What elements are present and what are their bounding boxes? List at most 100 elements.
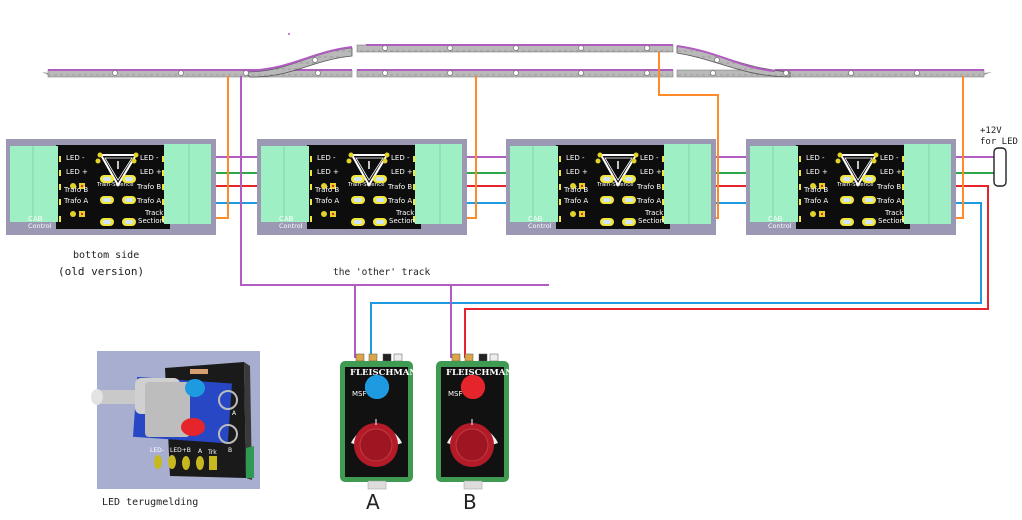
led-module-pin-label: A — [198, 448, 203, 455]
pin-label-trafo-b-out: Trafo B — [388, 183, 413, 191]
pin-label-led-plus: LED + — [806, 168, 828, 176]
indicator-dot — [461, 375, 485, 399]
pin-label-led-minus: LED - — [566, 154, 585, 162]
train-science-logo-icon — [599, 154, 638, 187]
power-label-voltage: +12V — [980, 126, 1002, 136]
brand-label: FLEISCHMANN — [446, 368, 521, 378]
pin-label-led-plus-out: LED + — [640, 168, 662, 176]
train-science-logo-text: Train-Science — [348, 182, 385, 188]
cab-label: CAB — [768, 215, 783, 223]
power-connector — [993, 147, 1007, 187]
pin-label-trafo-a: Trafo A — [315, 197, 340, 205]
wire-other-track — [240, 76, 549, 358]
pin-label-trafo-a-out: Trafo A — [637, 197, 662, 205]
terminal-block-left — [510, 146, 558, 222]
pin-label-led-minus: LED - — [66, 154, 85, 162]
pin-label-trafo-a: Trafo A — [804, 197, 829, 205]
control-label: Control — [768, 222, 792, 230]
other-track-label: the 'other' track — [333, 267, 431, 278]
pin-label-track: Track — [145, 209, 164, 217]
train-science-logo-text: Train-Science — [597, 182, 634, 188]
pin-label-led-plus-out: LED + — [880, 168, 902, 176]
terminal-post — [355, 353, 365, 362]
terminal-block-right — [415, 144, 462, 224]
pin-label-led-plus-out: LED + — [391, 168, 413, 176]
brand-label: FLEISCHMANN — [350, 368, 425, 378]
power-plug — [463, 480, 483, 490]
transformer-b-label: B — [463, 490, 477, 514]
terminal-block-right — [664, 144, 711, 224]
terminal-post — [368, 353, 378, 362]
power-label-purpose: for LED — [980, 137, 1018, 147]
cab-label: CAB — [28, 215, 43, 223]
pin-label-led-plus-out: LED + — [140, 168, 162, 176]
train-science-logo-text: Train-Science — [837, 182, 874, 188]
pin-label-trafo-b: Trafo B — [64, 186, 89, 194]
terminal-block-left — [261, 146, 309, 222]
control-label: Control — [528, 222, 552, 230]
pin-label-section: Section — [389, 217, 416, 225]
transformer-a-label: A — [366, 490, 380, 514]
terminal-block-left — [750, 146, 798, 222]
power-label: +12V for LED — [980, 126, 1018, 148]
terminal-block-left — [10, 146, 58, 222]
pin-label-trafo-a-out: Trafo A — [877, 197, 902, 205]
shield-board — [257, 139, 467, 235]
train-science-logo-icon — [350, 154, 389, 187]
pin-label-led-minus-out: LED - — [640, 154, 659, 162]
pin-label-trafo-b: Trafo B — [564, 186, 589, 194]
pin-label-track: Track — [885, 209, 904, 217]
terminal-block-right — [164, 144, 211, 224]
power-plug — [367, 480, 387, 490]
pin-label-led-minus-out: LED - — [391, 154, 410, 162]
pin-label-trafo-a: Trafo A — [564, 197, 589, 205]
shield-board — [6, 139, 216, 235]
terminal-post — [478, 353, 488, 362]
train-science-logo-text: Train-Science — [97, 182, 134, 188]
bottom-side-label: bottom side — [73, 250, 140, 261]
pin-label-trafo-a: Trafo A — [64, 197, 89, 205]
control-label: Control — [28, 222, 52, 230]
pin-label-trafo-b-out: Trafo B — [877, 183, 902, 191]
cab-label: CAB — [279, 215, 294, 223]
led-module-pin-label: LED- — [150, 447, 164, 454]
pin-label-led-minus: LED - — [806, 154, 825, 162]
led-module-side-label: B — [228, 447, 233, 454]
pin-label-led-plus: LED + — [317, 168, 339, 176]
terminal-post — [393, 353, 403, 362]
terminal-post — [451, 353, 461, 362]
terminal-block-right — [904, 144, 951, 224]
terminal-post — [489, 353, 499, 362]
pin-label-section: Section — [138, 217, 165, 225]
pin-label-trafo-b: Trafo B — [315, 186, 340, 194]
led-feedback-label: LED terugmelding — [102, 497, 199, 508]
wire-trafo-a — [207, 202, 982, 358]
wire-trafo-b — [207, 185, 989, 358]
fleischmann-transformer — [340, 353, 413, 490]
terminal-post — [464, 353, 474, 362]
control-label: Control — [279, 222, 303, 230]
pin-label-trafo-b-out: Trafo B — [637, 183, 662, 191]
pin-label-section: Section — [638, 217, 665, 225]
led-module-pin-label: Trk — [208, 449, 217, 456]
track-joints — [112, 45, 920, 76]
pin-label-track: Track — [645, 209, 664, 217]
cab-label: CAB — [528, 215, 543, 223]
led-module-side-label: A — [232, 410, 237, 417]
track-layout — [42, 33, 992, 78]
pin-label-trafo-a-out: Trafo A — [388, 197, 413, 205]
pin-label-trafo-b: Trafo B — [804, 186, 829, 194]
pin-label-led-plus: LED + — [566, 168, 588, 176]
pin-label-led-plus: LED + — [66, 168, 88, 176]
train-science-logo-icon — [839, 154, 878, 187]
pin-label-track: Track — [396, 209, 415, 217]
pin-label-trafo-a-out: Trafo A — [137, 197, 162, 205]
shield-board — [746, 139, 956, 235]
old-version-label: (old version) — [58, 265, 145, 278]
led-module-image — [91, 351, 260, 489]
terminal-post — [382, 353, 392, 362]
led-module-pin-label: LED+B — [170, 447, 191, 454]
train-science-logo-icon — [99, 154, 138, 187]
pin-label-led-minus-out: LED - — [140, 154, 159, 162]
